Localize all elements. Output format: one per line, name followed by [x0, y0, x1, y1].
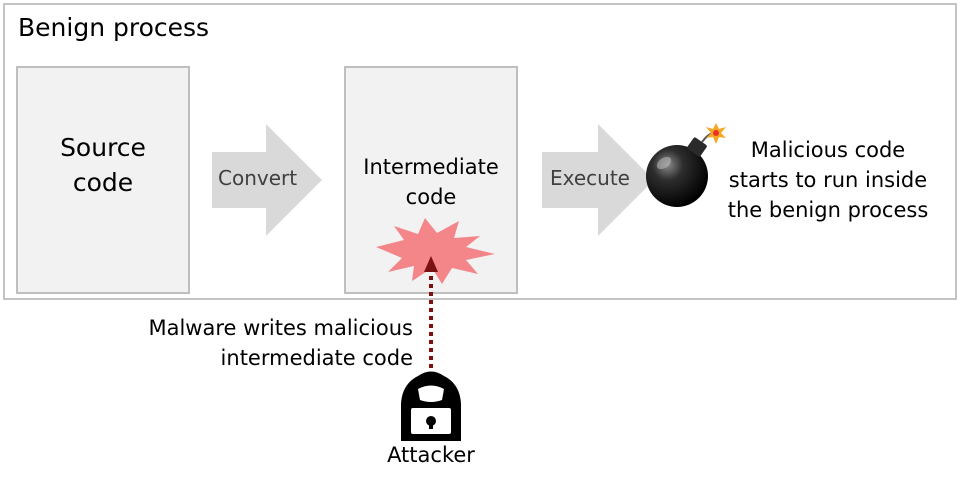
malicious-code-note: Malicious code starts to run inside the …: [727, 138, 929, 222]
frame-title: Benign process: [18, 13, 210, 42]
intermediate-code-label: Intermediate code: [363, 155, 499, 209]
intermediate-code-box: Intermediate code: [344, 66, 518, 294]
source-code-label: Source code: [60, 133, 146, 197]
hacker-icon: [401, 371, 461, 441]
convert-label: Convert: [218, 166, 298, 190]
execute-label: Execute: [550, 166, 630, 190]
attacker-label: Attacker: [387, 443, 475, 467]
source-code-box: Source code: [16, 66, 190, 294]
malware-note: Malware writes malicious intermediate co…: [148, 316, 413, 370]
